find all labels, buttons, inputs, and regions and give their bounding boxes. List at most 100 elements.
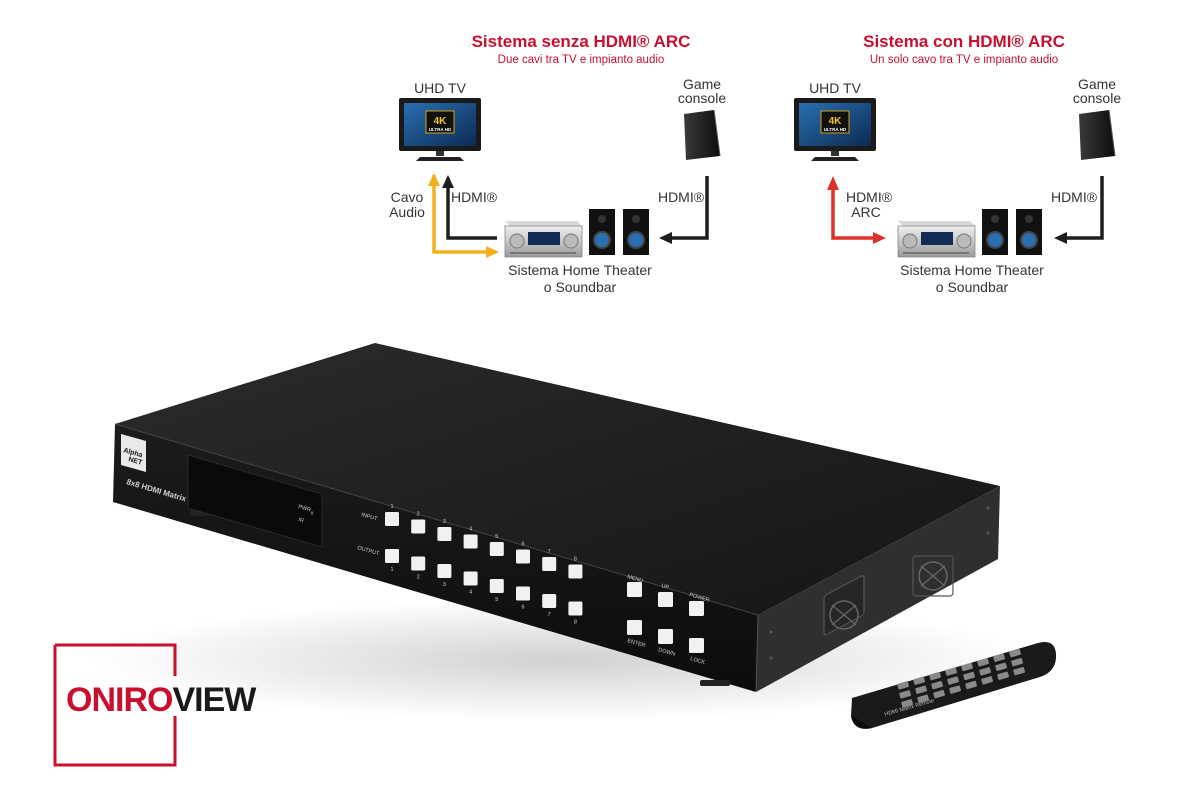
output-port-number: 2 [417, 575, 420, 581]
remote-key[interactable] [993, 653, 1005, 662]
input-button-1[interactable] [385, 512, 399, 526]
input-button-3[interactable] [437, 527, 452, 541]
audio-cable-line [432, 175, 496, 254]
remote-key[interactable] [899, 690, 911, 699]
input-port-number: 2 [417, 512, 420, 518]
input-port-number: 5 [495, 534, 498, 540]
remote-key[interactable] [933, 690, 945, 699]
input-port-number: 4 [469, 527, 472, 533]
home-theater-label-line-2: o Soundbar [544, 279, 617, 295]
logo-text-oniro: ONIRO [66, 681, 173, 719]
remote-key[interactable] [917, 694, 929, 703]
diagram-subtitle: Due cavi tra TV e impianto audio [498, 54, 665, 66]
input-button-8[interactable] [568, 564, 583, 579]
hdmi-matrix-device: Alpha NET 8x8 HDMI Matrix PWR IR INPUT O… [90, 343, 1030, 720]
tv-badge-4k: 4K [434, 116, 448, 127]
input-button-2[interactable] [411, 519, 426, 534]
ir-indicator-label: IR [297, 517, 304, 524]
up-button-label: UP [660, 583, 669, 591]
tv-badge-uhd: ULTRA HD [824, 127, 847, 132]
down-button[interactable] [658, 629, 673, 644]
hdmi-console-cable-line [1059, 176, 1104, 240]
fan-vent-icon [823, 575, 865, 636]
remote-key[interactable] [979, 667, 991, 676]
output-button-7[interactable] [542, 594, 557, 608]
input-button-5[interactable] [489, 542, 504, 556]
remote-key[interactable] [981, 676, 993, 685]
remote-key[interactable] [945, 667, 957, 676]
output-button-8[interactable] [568, 601, 583, 616]
enter-button-label: ENTER [626, 638, 646, 649]
remote-key[interactable] [949, 685, 961, 694]
arrowhead-icon [442, 175, 454, 188]
cable-label-line-2: Audio [389, 204, 425, 220]
speaker-icon [589, 209, 615, 255]
input-port-number: 7 [548, 549, 551, 555]
menu-button-label: MENU [626, 574, 643, 584]
output-button-row [385, 549, 583, 616]
fan-vent-icon [912, 555, 954, 597]
output-port-number: 7 [548, 612, 551, 618]
arrowhead-icon [873, 232, 886, 244]
output-button-2[interactable] [411, 556, 426, 571]
lock-button-label: LOCK [689, 656, 705, 666]
input-button-6[interactable] [516, 549, 530, 564]
remote-key[interactable] [929, 672, 941, 681]
remote-key[interactable] [977, 658, 989, 667]
tv-label: UHD TV [414, 80, 467, 96]
arrowhead-icon [1054, 232, 1067, 244]
remote-key[interactable] [897, 681, 909, 690]
input-button-4[interactable] [463, 534, 478, 549]
device-display-window [187, 454, 323, 548]
output-button-4[interactable] [463, 571, 478, 586]
lock-button[interactable] [689, 638, 704, 653]
pwr-led-icon [310, 511, 314, 515]
home-theater-label-line-1: Sistema Home Theater [900, 262, 1044, 278]
hdmi-console-label: HDMI® [658, 189, 705, 205]
brand-name-line-2: NET [127, 456, 143, 467]
hdmi-arc-cable-line [831, 180, 878, 240]
diagram-subtitle: Un solo cavo tra TV e impianto audio [870, 54, 1058, 66]
remote-key[interactable] [901, 699, 913, 708]
remote-key[interactable] [1013, 667, 1025, 676]
hdmi-console-cable-line [664, 176, 709, 240]
menu-button[interactable] [627, 582, 642, 597]
remote-key[interactable] [915, 685, 927, 694]
output-port-number: 6 [521, 605, 524, 611]
remote-key[interactable] [965, 680, 977, 690]
remote-key[interactable] [931, 681, 943, 690]
enter-button[interactable] [627, 620, 642, 635]
input-port-number: 6 [521, 542, 524, 548]
power-button[interactable] [689, 601, 704, 616]
cable-label-line-1: Cavo [391, 189, 424, 205]
remote-key[interactable] [913, 676, 925, 685]
output-button-3[interactable] [437, 564, 452, 578]
remote-key[interactable] [1011, 658, 1023, 667]
logo-text: ONIROVIEW [66, 681, 257, 719]
tv-badge-uhd: ULTRA HD [429, 127, 452, 132]
speaker-icon [623, 209, 649, 255]
remote-key[interactable] [961, 662, 973, 672]
remote-key[interactable] [1009, 649, 1021, 658]
remote-key[interactable] [997, 671, 1009, 680]
diagram-with-arc: Sistema con HDMI® ARC Un solo cavo tra T… [794, 32, 1121, 295]
output-button-1[interactable] [385, 549, 399, 563]
output-button-5[interactable] [489, 579, 504, 593]
oniroview-logo: ONIROVIEW [53, 643, 258, 767]
diagram-title: Sistema senza HDMI® ARC [472, 32, 691, 51]
remote-key[interactable] [947, 676, 959, 685]
remote-key[interactable] [995, 662, 1007, 671]
remote-key[interactable] [963, 671, 975, 681]
up-button[interactable] [658, 592, 673, 607]
control-button-group: MENU UP POWER ENTER DOWN LOCK [626, 574, 710, 666]
home-theater-label-line-2: o Soundbar [936, 279, 1009, 295]
input-button-7[interactable] [542, 557, 557, 571]
tv-badge-4k: 4K [829, 116, 843, 127]
hdmi-tv-cable-line [446, 178, 497, 240]
output-button-6[interactable] [516, 586, 530, 601]
speaker-icon [982, 209, 1008, 255]
tv-icon: 4K ULTRA HD [399, 98, 481, 161]
input-row-label: INPUT [360, 512, 378, 522]
hdmi-console-label: HDMI® [1051, 189, 1098, 205]
